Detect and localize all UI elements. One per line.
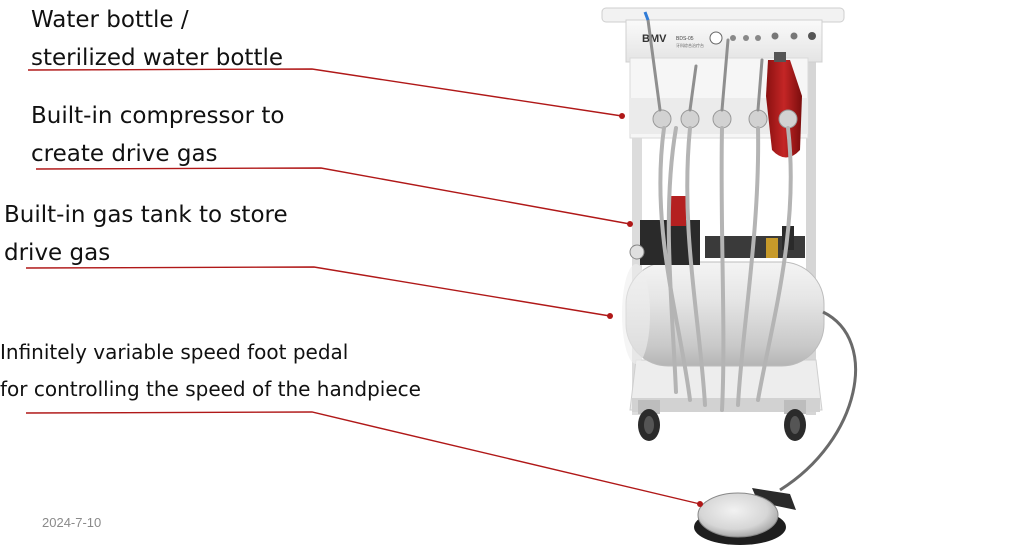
callout-line: Built-in compressor to [31, 103, 285, 129]
hoses [658, 126, 793, 412]
pressure-gauge-icon [709, 31, 723, 45]
compressor [629, 196, 805, 265]
callout-line: Water bottle / [31, 7, 189, 33]
callout-line: Built-in gas tank to store [4, 202, 288, 228]
callout-foot-pedal: Infinitely variable speed foot pedal for… [0, 334, 421, 408]
callout-gas-tank: Built-in gas tank to store drive gas [4, 196, 288, 272]
callout-compressor: Built-in compressor to create drive gas [31, 97, 284, 173]
foot-pedal-cable [779, 310, 857, 492]
callout-water-bottle: Water bottle / sterilized water bottle [31, 1, 283, 77]
handpieces [646, 18, 764, 112]
brand-logo: BMV [642, 33, 667, 45]
model-label: BDS-05 [676, 36, 694, 42]
callout-line: create drive gas [31, 141, 218, 167]
model-subtitle: 牙科综合治疗台 [676, 42, 704, 48]
callout-dot-icon [697, 501, 703, 507]
date-stamp: 2024-7-10 [42, 515, 102, 530]
callout-dot-icon [619, 113, 625, 119]
callout-line: for controlling the speed of the handpie… [0, 377, 421, 401]
leader-lines [25, 68, 701, 505]
caster-wheel-icon [784, 400, 806, 441]
foot-pedal [694, 488, 796, 545]
callout-dot-icon [627, 221, 633, 227]
callout-line: sterilized water bottle [31, 45, 284, 71]
callout-dot-icon [607, 313, 613, 319]
water-bottle [766, 52, 802, 158]
callout-line: drive gas [4, 240, 111, 266]
callout-line: Infinitely variable speed foot pedal [0, 340, 349, 364]
caster-wheel-icon [638, 400, 660, 441]
handpiece-holder-row [652, 109, 798, 129]
